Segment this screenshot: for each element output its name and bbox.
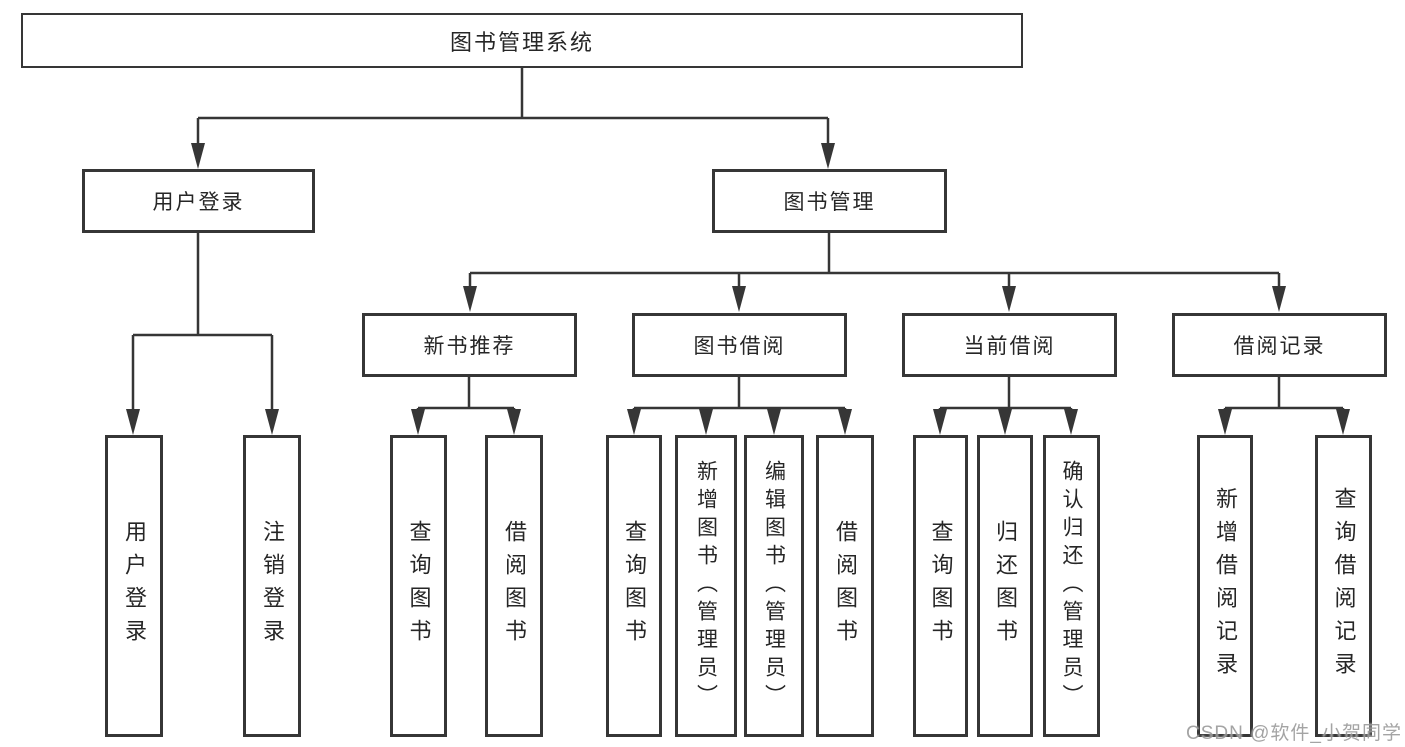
leaf-add-borrow-record: 新增借阅记录 — [1197, 435, 1253, 737]
node-book-borrowing: 图书借阅 — [632, 313, 847, 377]
leaf-edit-books-admin: 编辑图书（管理员） — [744, 435, 804, 737]
node-label: 用户登录 — [152, 191, 245, 214]
csdn-watermark: CSDN @软件_小贺同学 — [1186, 723, 1402, 744]
leaf-logout: 注销登录 — [243, 435, 301, 737]
node-current-borrowing: 当前借阅 — [902, 313, 1117, 377]
node-label: 借阅图书 — [833, 520, 858, 652]
node-label: 编辑图书（管理员） — [762, 460, 786, 712]
node-label: 新增借阅记录 — [1213, 487, 1238, 685]
node-label: 借阅记录 — [1233, 335, 1326, 358]
node-label: 新书推荐 — [423, 335, 516, 358]
node-borrowing-records: 借阅记录 — [1172, 313, 1387, 377]
leaf-return-books: 归还图书 — [977, 435, 1033, 737]
node-label: 用户登录 — [122, 520, 147, 652]
leaf-query-books-1: 查询图书 — [390, 435, 447, 737]
arrowheads — [126, 143, 1350, 435]
node-label: 图书管理系统 — [449, 29, 594, 55]
node-label: 图书管理 — [783, 191, 876, 214]
leaf-confirm-return-admin: 确认归还（管理员） — [1043, 435, 1100, 737]
node-label: 查询借阅记录 — [1331, 487, 1357, 685]
node-label: 注销登录 — [260, 520, 285, 652]
leaf-borrow-books-2: 借阅图书 — [816, 435, 874, 737]
node-label: 查询图书 — [406, 520, 432, 652]
node-label: 图书借阅 — [693, 335, 786, 358]
leaf-query-borrow-record: 查询借阅记录 — [1315, 435, 1372, 737]
node-label: 归还图书 — [993, 520, 1018, 652]
node-label: 查询图书 — [622, 520, 647, 652]
leaf-query-books-3: 查询图书 — [913, 435, 968, 737]
leaf-borrow-books-1: 借阅图书 — [485, 435, 543, 737]
node-label: 借阅图书 — [502, 520, 527, 652]
leaf-add-books-admin: 新增图书（管理员） — [675, 435, 737, 737]
leaf-user-login: 用户登录 — [105, 435, 163, 737]
node-label: 新增图书（管理员） — [694, 460, 718, 712]
node-user-login: 用户登录 — [82, 169, 315, 233]
leaf-query-books-2: 查询图书 — [606, 435, 662, 737]
node-label: 确认归还（管理员） — [1060, 460, 1083, 712]
node-label: 当前借阅 — [963, 335, 1056, 358]
node-book-management: 图书管理 — [712, 169, 947, 233]
node-label: 查询图书 — [928, 520, 954, 652]
node-new-book-recommend: 新书推荐 — [362, 313, 577, 377]
node-library-system: 图书管理系统 — [21, 13, 1023, 68]
